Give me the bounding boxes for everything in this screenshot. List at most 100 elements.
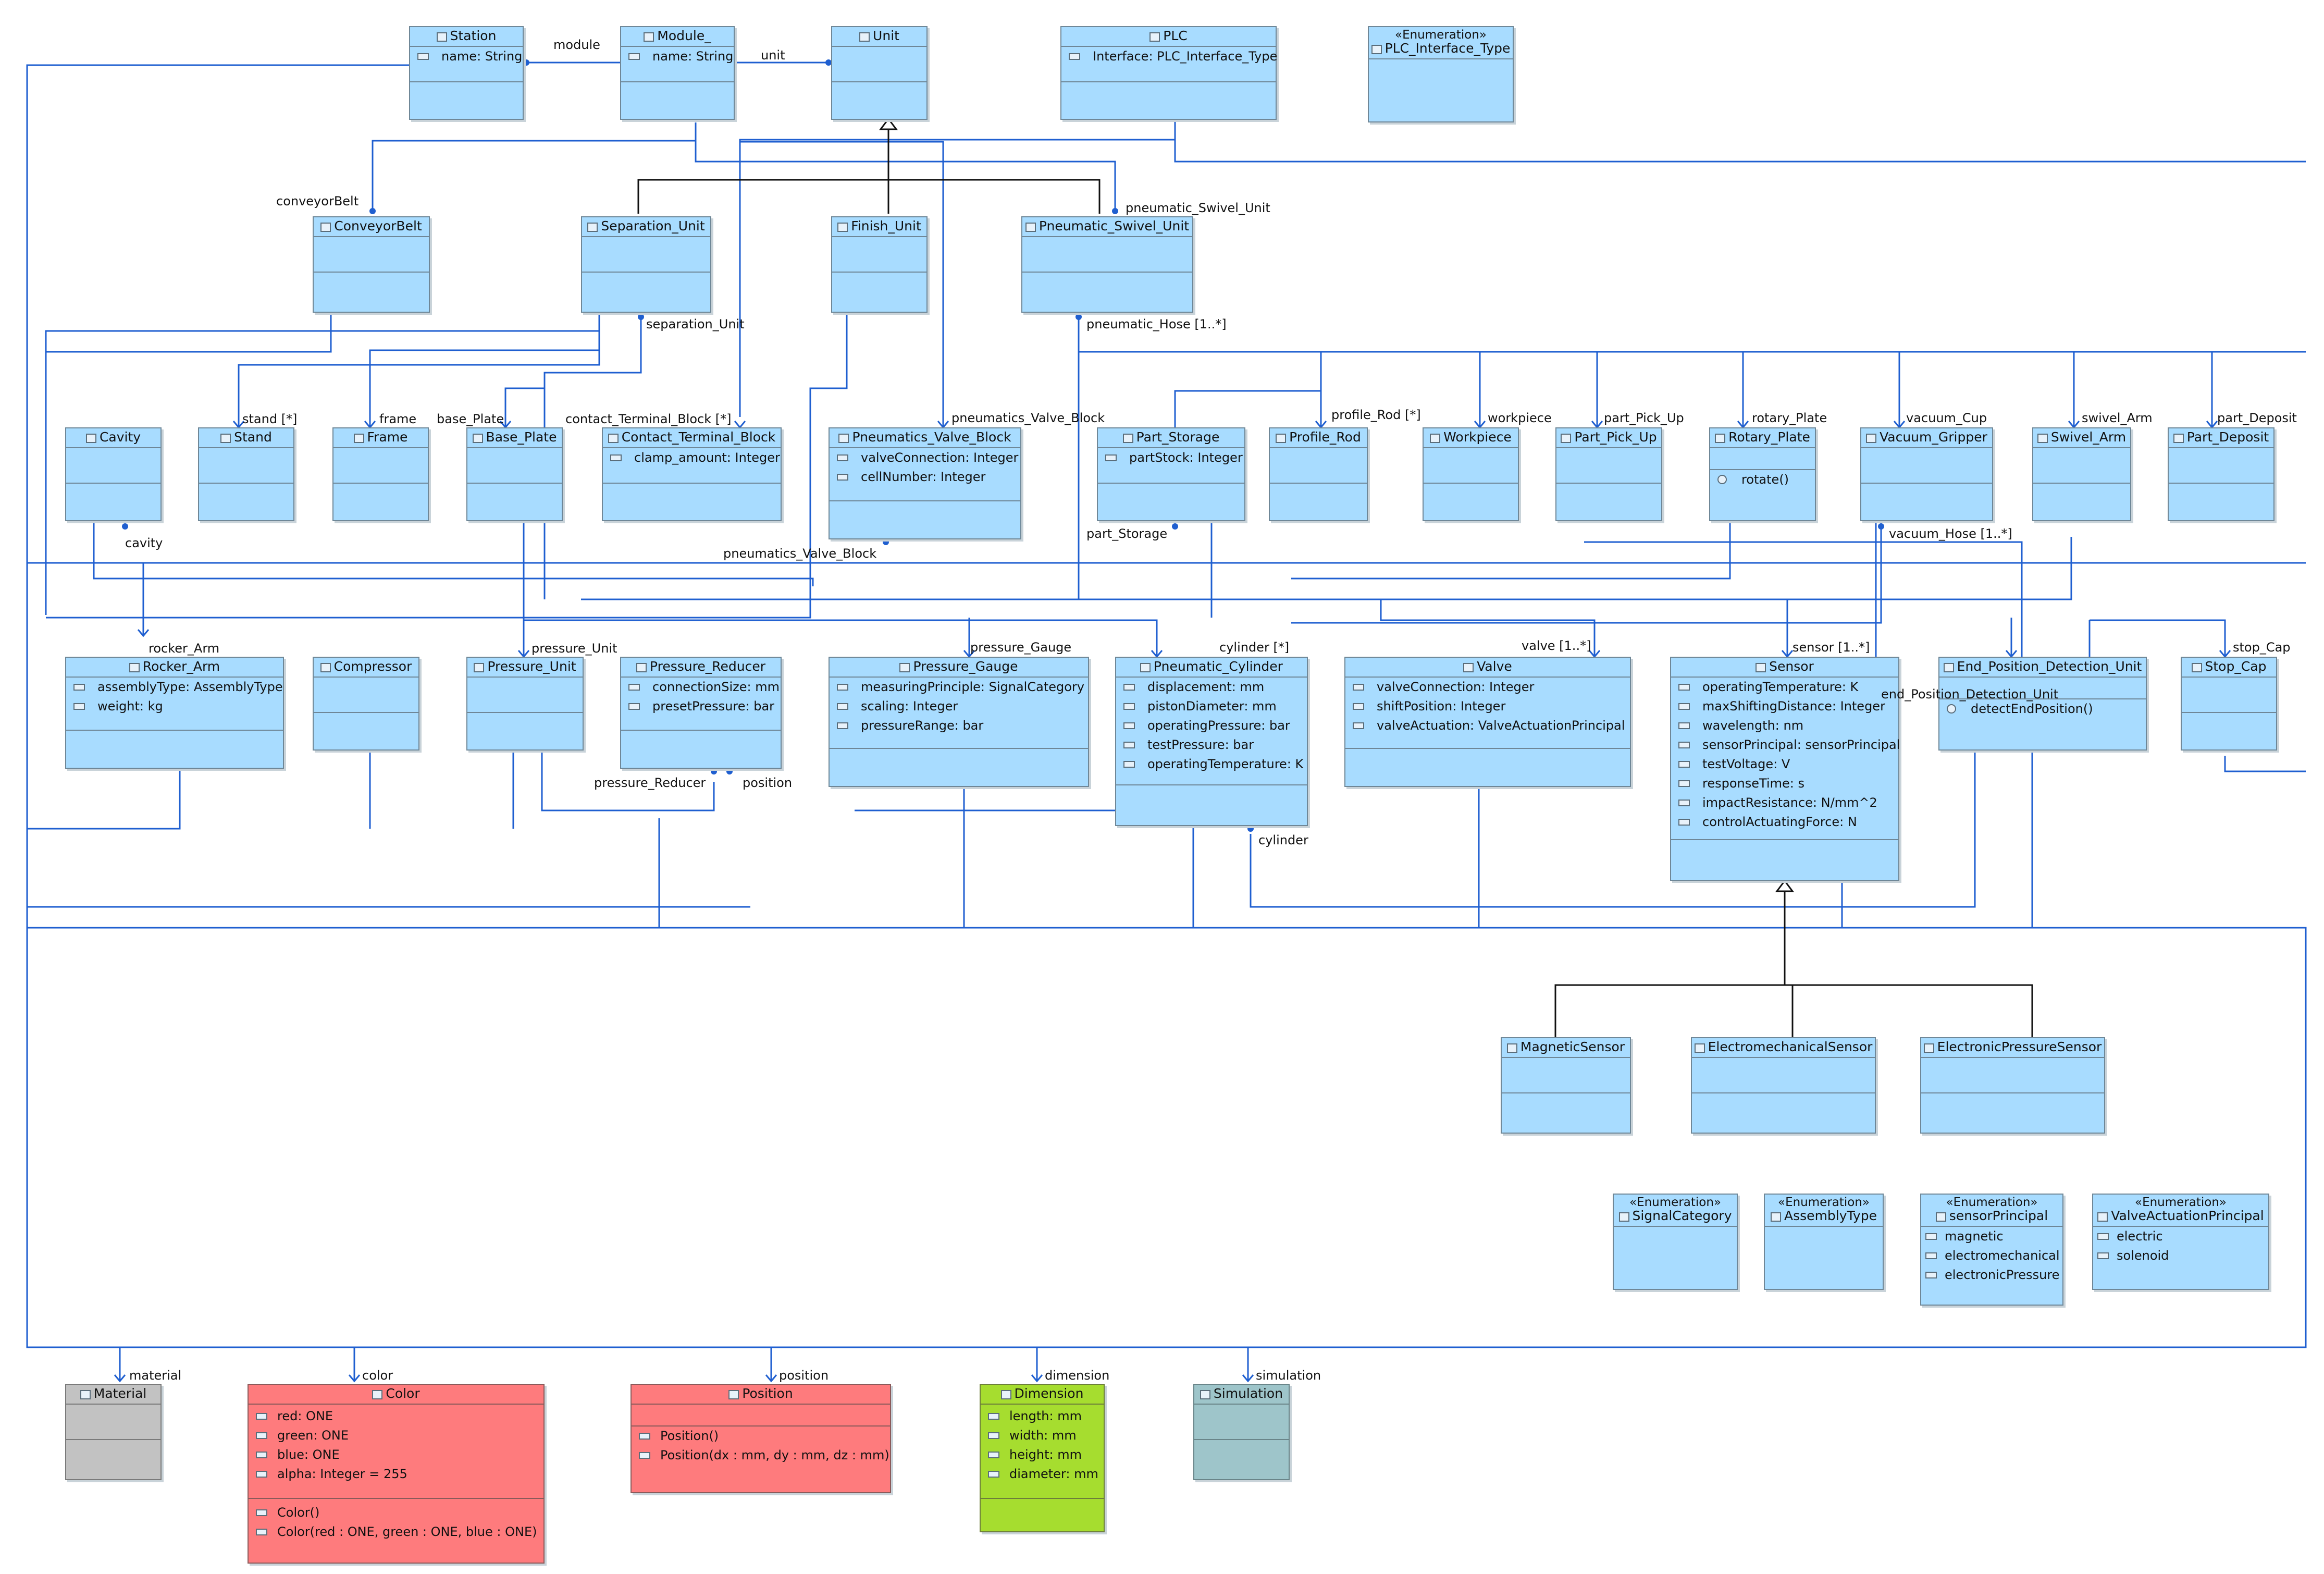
class-base-plate[interactable]: Base_Plate (466, 427, 563, 521)
class-swivel-arm[interactable]: Swivel_Arm (2032, 427, 2131, 521)
class-simulation[interactable]: Simulation (1193, 1384, 1290, 1480)
attribute[interactable]: clamp_amount: Integer (603, 448, 781, 468)
class-stand[interactable]: Stand (198, 427, 294, 521)
attribute[interactable]: green: ONE (249, 1426, 543, 1445)
attribute[interactable]: connectionSize: mm (621, 678, 781, 697)
attribute[interactable]: assemblyType: AssemblyType (66, 678, 283, 697)
attribute[interactable]: wavelength: nm (1671, 716, 1898, 735)
operation[interactable]: Color(red : ONE, green : ONE, blue : ONE… (249, 1522, 543, 1542)
attribute[interactable]: shiftPosition: Integer (1345, 697, 1630, 716)
class-magneticsensor[interactable]: MagneticSensor (1501, 1037, 1631, 1134)
enum-literal[interactable]: solenoid (2093, 1246, 2268, 1265)
operation[interactable]: rotate() (1710, 470, 1815, 489)
operation[interactable]: detectEndPosition() (1939, 699, 2146, 719)
enum-literal[interactable]: magnetic (1921, 1227, 2062, 1246)
operation[interactable]: Position(dx : mm, dy : mm, dz : mm) (632, 1446, 890, 1465)
attribute[interactable]: scaling: Integer (830, 697, 1088, 716)
class-station[interactable]: Station name: String (409, 26, 524, 120)
attribute[interactable]: cellNumber: Integer (830, 468, 1020, 487)
class-name: Pneumatic_Cylinder (1154, 659, 1283, 674)
enum-assemblytype[interactable]: «Enumeration»AssemblyType (1764, 1194, 1884, 1290)
attribute[interactable]: Interface: PLC_Interface_Type (1061, 47, 1277, 66)
class-profile-rod[interactable]: Profile_Rod (1269, 427, 1368, 521)
attribute[interactable]: sensorPrincipal: sensorPrincipal (1671, 735, 1900, 755)
class-electronicpressuresensor[interactable]: ElectronicPressureSensor (1920, 1037, 2105, 1134)
class-part-pick-up[interactable]: Part_Pick_Up (1555, 427, 1662, 521)
class-header: «Enumeration»SignalCategory (1614, 1195, 1737, 1227)
attribute[interactable]: presetPressure: bar (621, 697, 781, 716)
attribute[interactable]: length: mm (981, 1407, 1104, 1426)
attribute[interactable]: operatingTemperature: K (1671, 678, 1898, 697)
class-pressure-unit[interactable]: Pressure_Unit (466, 657, 584, 751)
class-finish-unit[interactable]: Finish_Unit (831, 216, 928, 313)
enum-valveactuationprincipal[interactable]: «Enumeration»ValveActuationPrincipal ele… (2092, 1194, 2269, 1290)
class-end-position-detection-unit[interactable]: End_Position_Detection_Unit detectEndPos… (1938, 657, 2147, 751)
class-pneumatic-swivel-unit[interactable]: Pneumatic_Swivel_Unit (1021, 216, 1193, 313)
class-contact-terminal-block[interactable]: Contact_Terminal_Block clamp_amount: Int… (602, 427, 782, 521)
attribute[interactable]: testVoltage: V (1671, 755, 1898, 774)
class-workpiece[interactable]: Workpiece (1423, 427, 1519, 521)
attribute[interactable]: measuringPrinciple: SignalCategory (830, 678, 1088, 697)
attribute[interactable]: diameter: mm (981, 1465, 1104, 1484)
attribute[interactable]: impactResistance: N/mm^2 (1671, 793, 1898, 813)
attribute-icon (988, 1471, 999, 1478)
attribute[interactable]: controlActuatingForce: N (1671, 813, 1898, 832)
attribute[interactable]: height: mm (981, 1445, 1104, 1465)
operation[interactable]: Position() (632, 1427, 890, 1446)
class-module[interactable]: Module_ name: String (620, 26, 735, 120)
enum-literal[interactable]: electromechanical (1921, 1246, 2062, 1265)
attribute[interactable]: partStock: Integer (1098, 448, 1244, 468)
class-rotary-plate[interactable]: Rotary_Plate rotate() (1709, 427, 1816, 521)
role-label: part_Deposit (2217, 411, 2297, 425)
attribute[interactable]: alpha: Integer = 255 (249, 1465, 543, 1484)
enum-signalcategory[interactable]: «Enumeration»SignalCategory (1613, 1194, 1738, 1290)
class-position[interactable]: Position Position()Position(dx : mm, dy … (631, 1384, 891, 1493)
class-part-deposit[interactable]: Part_Deposit (2168, 427, 2274, 521)
class-conveyorbelt[interactable]: ConveyorBelt (313, 216, 430, 313)
class-frame[interactable]: Frame (332, 427, 429, 521)
attribute[interactable]: blue: ONE (249, 1445, 543, 1465)
attribute[interactable]: valveConnection: Integer (1345, 678, 1630, 697)
enum-plc-interface-type[interactable]: «Enumeration»PLC_Interface_Type (1368, 26, 1514, 122)
attribute[interactable]: pressureRange: bar (830, 716, 1088, 735)
class-electromechanicalsensor[interactable]: ElectromechanicalSensor (1691, 1037, 1876, 1134)
attribute[interactable]: operatingTemperature: K (1116, 755, 1307, 774)
class-material[interactable]: Material (65, 1384, 162, 1480)
enum-sensorprincipal[interactable]: «Enumeration»sensorPrincipal magnetic el… (1920, 1194, 2063, 1306)
class-stop-cap[interactable]: Stop_Cap (2181, 657, 2277, 751)
attribute[interactable]: pistonDiameter: mm (1116, 697, 1307, 716)
attribute[interactable]: width: mm (981, 1426, 1104, 1445)
attribute[interactable]: responseTime: s (1671, 774, 1898, 793)
attribute[interactable]: operatingPressure: bar (1116, 716, 1307, 735)
attribute[interactable]: name: String (621, 47, 734, 66)
enum-literal[interactable]: electric (2093, 1227, 2268, 1246)
class-part-storage[interactable]: Part_Storage partStock: Integer (1097, 427, 1245, 521)
attribute[interactable]: maxShiftingDistance: Integer (1671, 697, 1898, 716)
attribute[interactable]: displacement: mm (1116, 678, 1307, 697)
class-plc[interactable]: PLC Interface: PLC_Interface_Type (1060, 26, 1277, 120)
class-pressure-gauge[interactable]: Pressure_Gauge measuringPrinciple: Signa… (829, 657, 1089, 787)
attribute[interactable]: name: String (410, 47, 523, 66)
class-cavity[interactable]: Cavity (65, 427, 162, 521)
attribute[interactable]: valveConnection: Integer (830, 448, 1020, 468)
attribute[interactable]: red: ONE (249, 1407, 543, 1426)
class-compressor[interactable]: Compressor (313, 657, 419, 751)
class-pneumatics-valve-block[interactable]: Pneumatics_Valve_Block valveConnection: … (829, 427, 1021, 539)
class-separation-unit[interactable]: Separation_Unit (581, 216, 711, 313)
enum-literal[interactable]: electronicPressure (1921, 1265, 2062, 1285)
attribute[interactable]: weight: kg (66, 697, 283, 716)
class-vacuum-gripper[interactable]: Vacuum_Gripper (1860, 427, 1993, 521)
attribute[interactable]: valveActuation: ValveActuationPrincipal (1345, 716, 1630, 735)
operation[interactable]: Color() (249, 1503, 543, 1522)
attribute[interactable]: testPressure: bar (1116, 735, 1307, 755)
role-label: vacuum_Hose [1..*] (1889, 526, 2012, 541)
class-unit[interactable]: Unit (831, 26, 928, 120)
